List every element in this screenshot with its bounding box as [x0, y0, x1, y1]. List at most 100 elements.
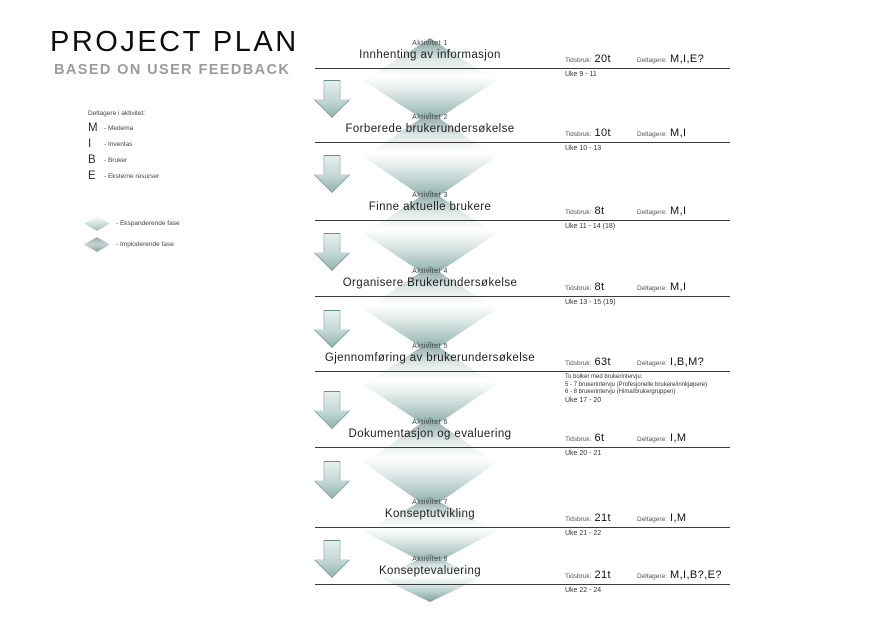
- deltagere-value: I,M: [670, 432, 687, 444]
- tidsbruk-label: Tidsbruk:: [565, 57, 592, 64]
- tidsbruk-label: Tidsbruk:: [565, 285, 592, 292]
- deltagere-value: M,I: [670, 205, 687, 217]
- deltagere-field: Deltagere: M,I,E?: [637, 53, 704, 65]
- week-range: Uke 10 - 13: [565, 145, 602, 152]
- deltagere-field: Deltagere: M,I: [637, 205, 686, 217]
- tidsbruk-value: 8t: [594, 205, 605, 217]
- phase-label: - Ekspanderende fase: [116, 220, 180, 227]
- deltagere-label: Deltagere:: [637, 131, 667, 138]
- activity-id: Aktivitet 4: [412, 268, 448, 275]
- week-range: Uke 11 - 14 (18): [565, 223, 616, 230]
- tidsbruk-field: Tidsbruk: 21t: [565, 569, 611, 581]
- legend-desc: - Bruker: [104, 156, 128, 164]
- tidsbruk-value: 20t: [594, 53, 611, 65]
- legend-key: I: [88, 138, 92, 150]
- activity-title: Finne aktuelle brukere: [368, 201, 492, 213]
- deltagere-field: Deltagere: I,M: [637, 432, 686, 444]
- activity-title: Konseptevaluering: [378, 565, 482, 577]
- imploding-phase-diamond-icon: [84, 237, 110, 252]
- tidsbruk-field: Tidsbruk: 20t: [565, 53, 611, 65]
- legend-desc: - Medema: [104, 124, 134, 132]
- page-title: PROJECT PLAN: [50, 26, 299, 58]
- deltagere-value: M,I: [670, 281, 687, 293]
- activity-title: Gjennomføring av brukerundersøkelse: [324, 352, 536, 364]
- week-range: Uke 21 - 22: [565, 530, 602, 537]
- tidsbruk-label: Tidsbruk:: [565, 436, 592, 443]
- week-range: Uke 20 - 21: [565, 450, 602, 457]
- deltagere-label: Deltagere:: [637, 57, 667, 64]
- legend-desc: - Eksterne resurser: [104, 172, 160, 180]
- page-subtitle: BASED ON USER FEEDBACK: [54, 62, 291, 78]
- deltagere-value: I,B,M?: [670, 356, 705, 368]
- activity-id: Aktivitet 2: [412, 114, 448, 121]
- activity-title: Dokumentasjon og evaluering: [348, 428, 512, 440]
- activity-title: Organisere Brukerundersøkelse: [342, 277, 518, 289]
- activity-divider: [315, 68, 730, 69]
- activity-divider: [315, 371, 730, 372]
- flow-arrow-down-icon: [314, 310, 350, 348]
- tidsbruk-label: Tidsbruk:: [565, 209, 592, 216]
- deltagere-label: Deltagere:: [637, 573, 667, 580]
- tidsbruk-field: Tidsbruk: 8t: [565, 281, 604, 293]
- participants-legend: Deltagere i aktivitet: M - Medema I - In…: [88, 110, 159, 186]
- tidsbruk-field: Tidsbruk: 10t: [565, 127, 611, 139]
- activity-id: Aktivitet 3: [412, 192, 448, 199]
- week-range: Uke 9 - 11: [565, 71, 597, 78]
- tidsbruk-value: 8t: [594, 281, 605, 293]
- deltagere-value: M,I,B?,E?: [670, 569, 722, 581]
- flow-arrow-down-icon: [314, 540, 350, 578]
- activity-id: Aktivitet 1: [412, 40, 448, 47]
- activity-divider: [315, 220, 730, 221]
- deltagere-field: Deltagere: M,I: [637, 281, 686, 293]
- tidsbruk-value: 6t: [594, 432, 605, 444]
- deltagere-label: Deltagere:: [637, 209, 667, 216]
- week-range: Uke 13 - 15 (19): [565, 299, 616, 306]
- tidsbruk-label: Tidsbruk:: [565, 360, 592, 367]
- deltagere-field: Deltagere: I,B,M?: [637, 356, 704, 368]
- legend-item-medema: M - Medema: [88, 122, 159, 134]
- deltagere-field: Deltagere: I,M: [637, 512, 686, 524]
- tidsbruk-label: Tidsbruk:: [565, 516, 592, 523]
- activity-divider: [315, 296, 730, 297]
- flow-arrow-down-icon: [314, 155, 350, 193]
- legend-key: E: [88, 170, 96, 182]
- activity-divider: [315, 527, 730, 528]
- deltagere-label: Deltagere:: [637, 360, 667, 367]
- legend-key: B: [88, 154, 96, 166]
- activity-id: Aktivitet 6: [412, 419, 448, 426]
- legend-desc: - Inventas: [104, 140, 133, 148]
- legend-item-inventas: I - Inventas: [88, 138, 159, 150]
- activity-divider: [315, 447, 730, 448]
- flow-arrow-down-icon: [314, 461, 350, 499]
- tidsbruk-value: 10t: [594, 127, 611, 139]
- deltagere-field: Deltagere: M,I,B?,E?: [637, 569, 722, 581]
- legend-key: M: [88, 122, 98, 134]
- flow-arrow-down-icon: [314, 233, 350, 271]
- tidsbruk-value: 21t: [594, 512, 611, 524]
- activity-id: Aktivitet 7: [412, 499, 448, 506]
- flow-arrow-down-icon: [314, 391, 350, 429]
- expanding-phase-diamond-icon: [84, 216, 110, 231]
- tidsbruk-field: Tidsbruk: 6t: [565, 432, 604, 444]
- tidsbruk-label: Tidsbruk:: [565, 573, 592, 580]
- phase-label: - Imploderende fase: [116, 241, 174, 248]
- week-range: Uke 22 - 24: [565, 587, 602, 594]
- activity-id: Aktivitet 8: [412, 556, 448, 563]
- activity-title: Innhenting av informasjon: [359, 49, 501, 61]
- tidsbruk-value: 21t: [594, 569, 611, 581]
- deltagere-label: Deltagere:: [637, 436, 667, 443]
- phase-legend-expanding: - Ekspanderende fase: [84, 216, 180, 231]
- participants-legend-title: Deltagere i aktivitet:: [88, 110, 146, 117]
- tidsbruk-field: Tidsbruk: 8t: [565, 205, 604, 217]
- activity-title: Forberede brukerundersøkelse: [345, 123, 515, 135]
- deltagere-value: M,I: [670, 127, 687, 139]
- deltagere-label: Deltagere:: [637, 516, 667, 523]
- week-range: Uke 17 - 20: [565, 397, 602, 404]
- activity-id: Aktivitet 5: [412, 343, 448, 350]
- flow-arrow-down-icon: [314, 80, 350, 118]
- deltagere-field: Deltagere: M,I: [637, 127, 686, 139]
- tidsbruk-value: 63t: [594, 356, 611, 368]
- activity-title: Konseptutvikling: [384, 508, 476, 520]
- legend-item-bruker: B - Bruker: [88, 154, 159, 166]
